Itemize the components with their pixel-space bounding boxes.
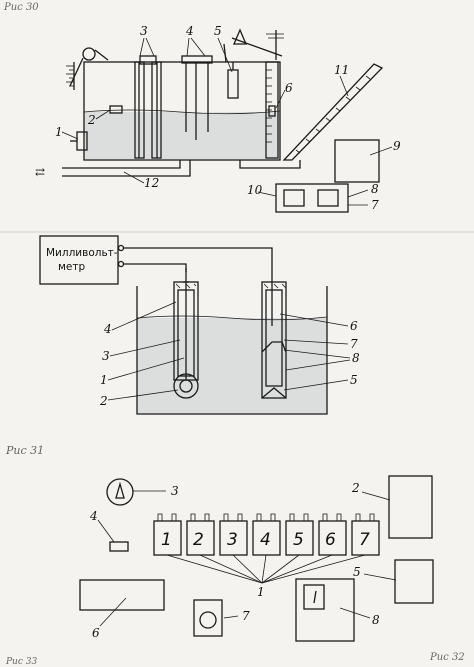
mid-label-6: 6 [350, 319, 358, 333]
top-label-10: 10 [247, 183, 263, 197]
inclined-ruler [282, 63, 384, 161]
mid-label-4: 4 [103, 322, 112, 336]
vessel-2-number: 2 [193, 530, 204, 550]
mid-label-3: 3 [102, 349, 110, 363]
bottom-label-6: 6 [92, 626, 100, 640]
item-2-box [388, 475, 433, 539]
mid-label-8: 8 [352, 351, 360, 365]
vessel-5-number: 5 [293, 530, 304, 550]
top-label-11: 11 [334, 63, 349, 77]
terminal-icon [117, 244, 125, 252]
top-label-7: 7 [371, 198, 379, 212]
mid-label-5: 5 [350, 373, 358, 387]
vessel-6-number: 6 [325, 530, 336, 550]
terminal-icon [117, 260, 125, 268]
top-liquid [84, 112, 280, 159]
top-label-3: 3 [140, 24, 148, 38]
vessel-3-number: 3 [227, 530, 238, 550]
top-label-2: 2 [87, 113, 96, 127]
leader-fan [166, 554, 366, 584]
bottom-label-1: 1 [257, 585, 265, 599]
top-label-9: 9 [393, 139, 401, 153]
millivoltmeter-box [39, 235, 119, 285]
top-item-10-icon [275, 183, 349, 213]
top-label-6: 6 [285, 81, 293, 95]
flow-arrow-icon: ⇄ [35, 165, 45, 179]
vessel-row: 1 2 3 4 5 6 7 [153, 513, 380, 556]
item-6-box [79, 579, 165, 611]
bottom-label-2: 2 [351, 481, 360, 495]
fig32-caption: Рис 32 [429, 652, 465, 663]
top-liquid-surface [83, 109, 281, 115]
item-8-box [295, 578, 355, 642]
top-label-12: 12 [144, 176, 159, 190]
pulley-icon [82, 47, 96, 61]
indicator-3-icon [106, 478, 134, 506]
top-label-1: 1 [55, 125, 63, 139]
gauge-icon [303, 584, 325, 610]
bottom-label-5: 5 [353, 565, 361, 579]
vessel-1-number: 1 [161, 530, 172, 550]
dial-icon [199, 611, 217, 629]
fig31-caption: Рис 31 [5, 444, 44, 457]
fig31-layout: Рис 31 3 4 1 2 3 4 5 [5, 444, 465, 667]
potentiometric-cell: Милливольт- метр 4 3 1 2 [39, 235, 360, 415]
pointer-triangle-icon [233, 28, 247, 45]
millivoltmeter-label-2: метр [58, 261, 85, 273]
top-label-5: 5 [214, 24, 222, 38]
mid-label-1: 1 [100, 373, 108, 387]
top-label-8: 8 [371, 182, 379, 196]
bottom-label-3: 3 [171, 484, 179, 498]
vessel-4-number: 4 [260, 530, 271, 550]
bottom-label-8: 8 [372, 613, 380, 627]
corner-caption: Рис 33 [5, 657, 37, 667]
item-7-box [193, 599, 223, 637]
mid-label-2: 2 [99, 394, 108, 408]
item-5-box [394, 559, 434, 604]
bottom-label-4: 4 [89, 509, 98, 523]
top-label-4: 4 [185, 24, 194, 38]
top-item-9-icon [334, 139, 380, 183]
vessel-7-number: 7 [359, 530, 370, 550]
mid-label-7: 7 [350, 337, 358, 351]
item-4-icon [109, 541, 129, 552]
bottom-label-7: 7 [242, 609, 250, 623]
fig30-apparatus: Рис 30 [3, 2, 401, 213]
fig30-caption: Рис 30 [3, 2, 39, 13]
millivoltmeter-label-1: Милливольт- [46, 247, 118, 259]
